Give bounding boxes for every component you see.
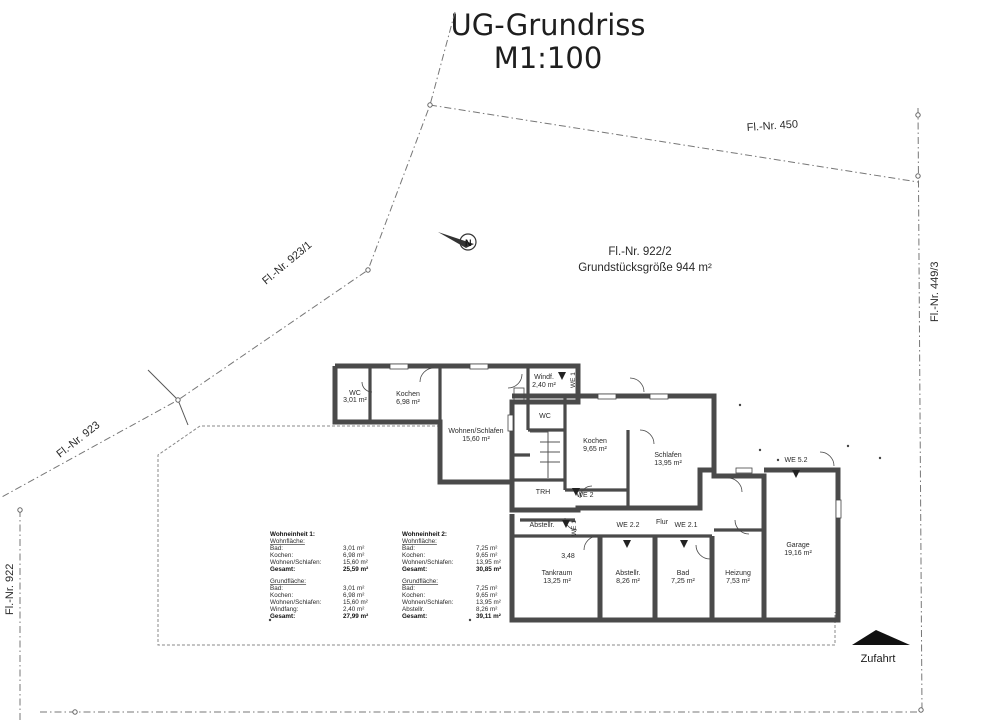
table-we2-total1-label: Gesamt: [402, 566, 427, 573]
terrace-outline [157, 425, 836, 646]
table-we2-g2-value: 9,65 m² [476, 592, 497, 599]
room-schlafen-area: 13,95 m² [654, 460, 682, 467]
table-we2-total2-value: 39,11 m² [476, 613, 501, 620]
room-wohnen1-area: 15,60 m² [462, 436, 490, 443]
table-we1-total1-value: 25,59 m² [343, 566, 368, 573]
table-we1-total1-label: Gesamt: [270, 566, 295, 573]
table-we2-r1-label: Bad: [402, 545, 415, 552]
table-we2-g3-value: 13,95 m² [476, 599, 501, 606]
table-we2-total1-value: 30,85 m² [476, 566, 501, 573]
openings [361, 363, 842, 560]
label-height: 3,48 [561, 553, 575, 560]
table-we1-r2-label: Kochen: [270, 552, 293, 559]
table-we2-g3-label: Wohnen/Schlafen: [402, 599, 454, 606]
table-we2-g4-label: Abstellr. [402, 606, 425, 613]
table-we2-g1-value: 7,25 m² [476, 585, 497, 592]
parcel-label-450: Fl.-Nr. 450 [746, 118, 798, 134]
table-we2-g1-label: Bad: [402, 585, 415, 592]
table-we1-g4-label: Windfang: [270, 606, 299, 613]
room-wohnen1-name: Wohnen/Schlafen [448, 428, 503, 435]
room-kochen1-area: 6,98 m² [396, 399, 420, 406]
table-we1-g1-value: 3,01 m² [343, 585, 364, 592]
room-windf-area: 2,40 m² [532, 382, 556, 389]
area-table-we1: Wohneinheit 1: Wohnfläche: Bad: 3,01 m² … [270, 531, 368, 620]
table-we2-r3-value: 13,95 m² [476, 559, 501, 566]
table-we2-total2-label: Gesamt: [402, 613, 427, 620]
parcel-label-922: Fl.-Nr. 922 [4, 564, 16, 615]
table-we2-r2-value: 9,65 m² [476, 552, 497, 559]
parcel-label-449-3: Fl.-Nr. 449/3 [929, 261, 941, 322]
lot-size-label: Grundstücksgröße 944 m² [578, 262, 712, 274]
room-heizung-name: Heizung [725, 570, 751, 577]
building-walls [332, 363, 841, 623]
room-abstellr-area: 8,26 m² [616, 578, 640, 585]
table-we1-total2-label: Gesamt: [270, 613, 295, 620]
parcel-label-923-1: Fl.-Nr. 923/1 [260, 239, 314, 287]
room-wc1-area: 3,01 m² [343, 397, 367, 404]
table-we1-r3-label: Wohnen/Schlafen: [270, 559, 322, 566]
room-garage-name: Garage [786, 542, 809, 549]
room-wc1-name: WC [349, 390, 361, 397]
label-we21: WE 2.1 [675, 522, 698, 529]
room-kochen2-name: Kochen [583, 438, 607, 445]
room-kochen2-area: 9,65 m² [583, 446, 607, 453]
room-labels: WC 3,01 m² Kochen 6,98 m² Wohnen/Schlafe… [343, 372, 812, 585]
table-we2-r1-value: 7,25 m² [476, 545, 497, 552]
parcel-label-923: Fl.-Nr. 923 [54, 419, 102, 460]
table-we1-total2-value: 27,99 m² [343, 613, 368, 620]
table-we1-g3-label: Wohnen/Schlafen: [270, 599, 322, 606]
table-we1-g3-value: 15,60 m² [343, 599, 368, 606]
parcel-label-922-2: Fl.-Nr. 922/2 [608, 246, 671, 258]
label-we2: WE 2 [576, 492, 593, 499]
table-we1-sub2: Grundfläche: [270, 578, 306, 585]
room-kochen1-name: Kochen [396, 391, 420, 398]
room-tankraum-name: Tankraum [542, 570, 573, 577]
svg-text:N: N [465, 238, 472, 248]
property-boundaries [0, 11, 924, 722]
table-we2-sub2: Grundfläche: [402, 578, 438, 585]
label-we1: WE 1 [570, 372, 577, 388]
table-we1-g2-label: Kochen: [270, 592, 293, 599]
room-bad-area: 7,25 m² [671, 578, 695, 585]
marker-dots [268, 403, 882, 622]
room-heizung-area: 7,53 m² [726, 578, 750, 585]
label-flur: Flur [656, 519, 669, 526]
table-we1-sub1: Wohnfläche: [270, 538, 305, 545]
plan-title: UG-Grundriss [451, 8, 646, 42]
table-we2-g4-value: 8,26 m² [476, 606, 497, 613]
table-we1-r3-value: 15,60 m² [343, 559, 368, 566]
room-wc2: WC [539, 413, 551, 420]
table-we1-heading: Wohneinheit 1: [270, 531, 315, 538]
north-arrow-icon: N [438, 232, 477, 251]
room-tankraum-area: 13,25 m² [543, 578, 571, 585]
table-we1-r1-value: 3,01 m² [343, 545, 364, 552]
room-bad-name: Bad [677, 570, 690, 577]
entrance-markers [558, 372, 800, 548]
table-we2-sub1: Wohnfläche: [402, 538, 437, 545]
room-garage-area: 19,16 m² [784, 550, 812, 557]
room-windf-name: Windf. [534, 374, 554, 381]
plan-scale: M1:100 [494, 41, 603, 75]
table-we1-g2-value: 6,98 m² [343, 592, 364, 599]
table-we1-r2-value: 6,98 m² [343, 552, 364, 559]
room-abstellr-small: Abstellr. [530, 522, 555, 529]
access-triangle-icon [852, 630, 910, 645]
label-we22: WE 2.2 [617, 522, 640, 529]
table-we1-g4-value: 2,40 m² [343, 606, 364, 613]
label-we1-lower: WE 1 [571, 520, 578, 536]
room-trh: TRH [536, 489, 550, 496]
room-schlafen-name: Schlafen [654, 452, 681, 459]
access-label: Zufahrt [861, 653, 896, 665]
label-we52: WE 5.2 [785, 457, 808, 464]
area-table-we2: Wohneinheit 2: Wohnfläche: Bad: 7,25 m² … [402, 531, 501, 620]
table-we2-r2-label: Kochen: [402, 552, 425, 559]
table-we2-r3-label: Wohnen/Schlafen: [402, 559, 454, 566]
table-we1-g1-label: Bad: [270, 585, 283, 592]
table-we2-heading: Wohneinheit 2: [402, 531, 447, 538]
room-abstellr-name: Abstellr. [616, 570, 641, 577]
table-we1-r1-label: Bad: [270, 545, 283, 552]
table-we2-g2-label: Kochen: [402, 592, 425, 599]
